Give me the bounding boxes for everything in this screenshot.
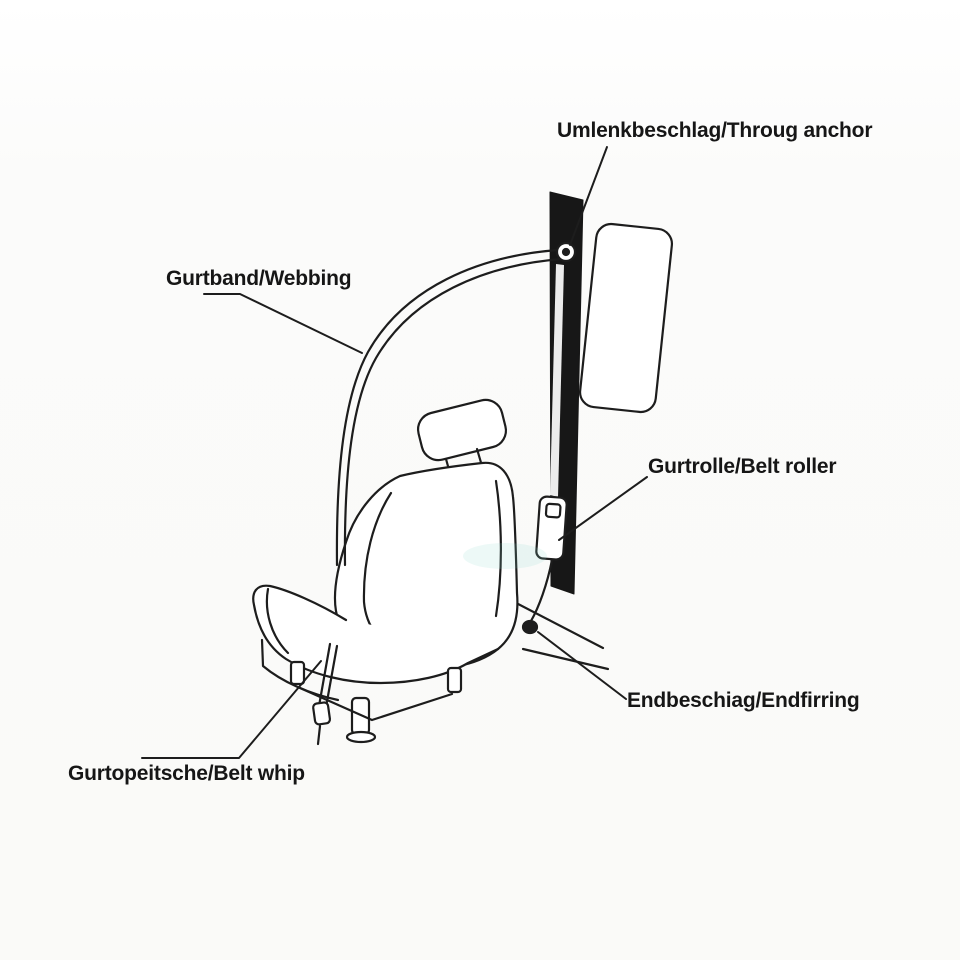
car-seat bbox=[252, 398, 519, 746]
label-belt-whip: Gurtopeitsche/Belt whip bbox=[68, 762, 305, 785]
label-through-anchor: Umlenkbeschlag/Throug anchor bbox=[557, 119, 873, 142]
headrest bbox=[416, 398, 508, 479]
seat-back-seam-right bbox=[494, 479, 502, 618]
belt-on-pillar bbox=[550, 264, 564, 497]
leader-belt-whip bbox=[141, 660, 322, 759]
through-anchor bbox=[555, 241, 577, 263]
end-fitting bbox=[521, 619, 539, 635]
belt-whip bbox=[312, 642, 339, 746]
leader-lines bbox=[141, 146, 648, 759]
b-pillar bbox=[549, 191, 584, 595]
window-glass bbox=[578, 222, 674, 414]
leader-belt-roller bbox=[558, 476, 648, 541]
leader-webbing bbox=[203, 293, 363, 354]
seat-base bbox=[260, 638, 463, 744]
belt-roller bbox=[529, 495, 568, 623]
label-webbing: Gurtband/Webbing bbox=[166, 267, 352, 290]
seat-cushion bbox=[252, 584, 500, 685]
watermark-smudge bbox=[463, 543, 547, 569]
seat-belt-webbing bbox=[335, 248, 564, 567]
label-belt-roller: Gurtrolle/Belt roller bbox=[648, 455, 837, 478]
leader-end-fitting bbox=[537, 631, 627, 700]
leader-through-anchor bbox=[569, 146, 608, 246]
seat-cushion-seam bbox=[265, 587, 290, 655]
label-end-fitting: Endbeschiag/Endfirring bbox=[627, 689, 860, 712]
